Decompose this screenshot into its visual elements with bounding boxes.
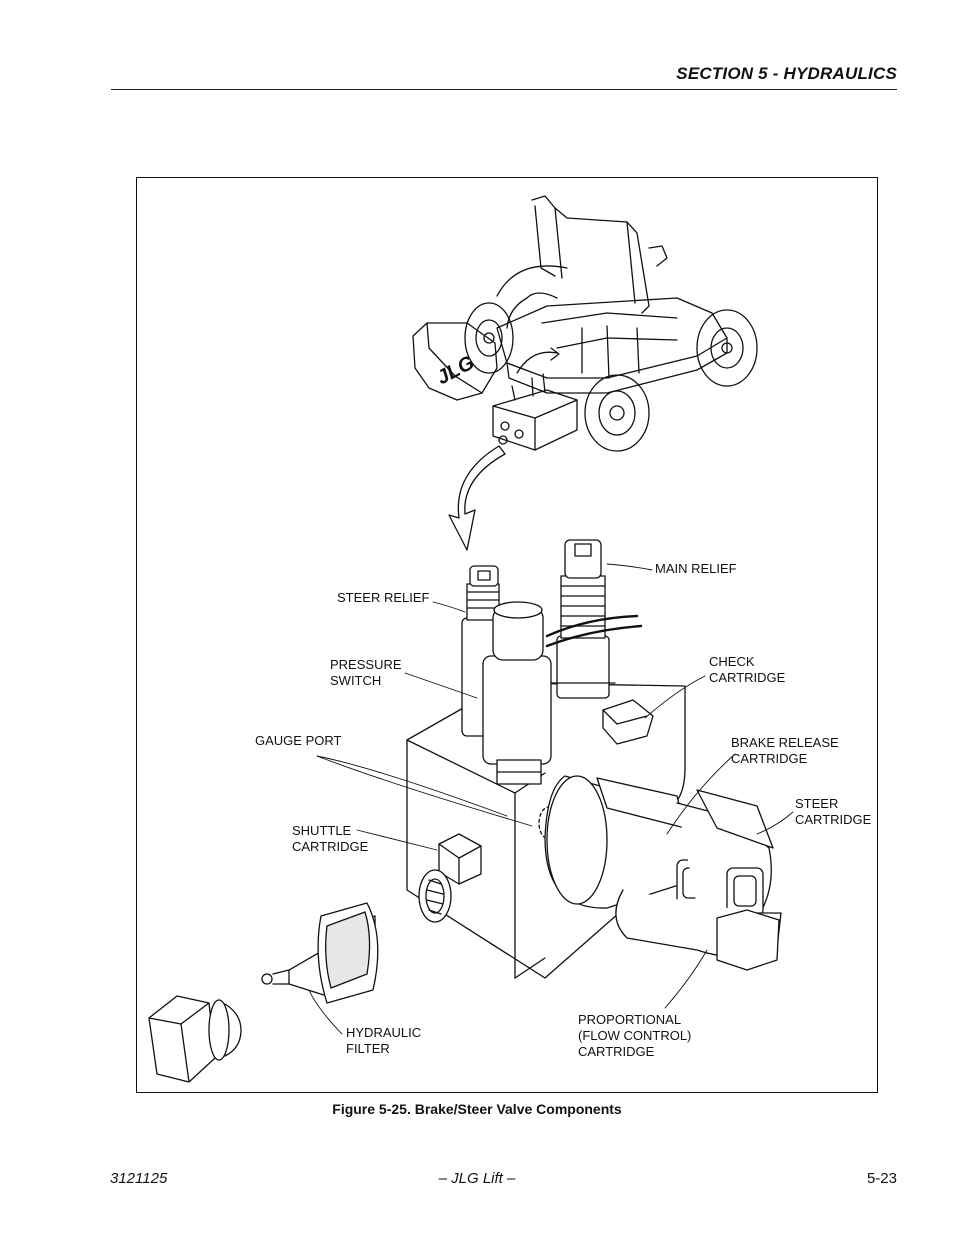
brake-release-cartridge — [544, 775, 712, 909]
callout-steer-relief: STEER RELIEF — [337, 590, 430, 605]
main-relief-valve — [550, 539, 616, 699]
footer-page-number: 5-23 — [866, 1170, 897, 1187]
section-header-title: SECTION 5 - HYDRAULICS — [676, 64, 897, 83]
pressure-switch — [482, 601, 552, 785]
figure-frame: JLG MAIN RELIEF STEER RELIEF PRESSURE SW… — [136, 177, 878, 1093]
valve-illustration: JLG — [148, 195, 794, 1083]
callout-main-relief: MAIN RELIEF — [655, 561, 737, 576]
footer-publisher: – JLG Lift – — [438, 1170, 516, 1187]
callout-hydraulic-filter: HYDRAULIC FILTER — [346, 1025, 422, 1056]
callout-steer-cartridge: STEER CARTRIDGE — [795, 796, 872, 827]
hydraulic-filter — [261, 902, 379, 1004]
jlg-logo-mark: JLG — [433, 352, 478, 390]
header-rule — [111, 89, 897, 90]
callout-shuttle-cartridge: SHUTTLE CARTRIDGE — [292, 823, 369, 854]
check-cartridge-cap — [602, 699, 654, 745]
callout-brake-release-cartridge: BRAKE RELEASE CARTRIDGE — [731, 735, 839, 766]
callout-pressure-switch: PRESSURE SWITCH — [330, 657, 402, 688]
sensor-wires — [545, 614, 643, 648]
footer-doc-number: 3121125 — [110, 1170, 168, 1187]
callout-check-cartridge: CHECK CARTRIDGE — [709, 654, 786, 685]
filter-port — [418, 869, 452, 923]
large-hollow-arrow — [448, 445, 506, 551]
proportional-cartridge — [615, 889, 782, 971]
machine-chassis-drawing — [412, 195, 758, 452]
callout-gauge-port: GAUGE PORT — [255, 733, 342, 748]
filter-plug — [148, 995, 242, 1083]
leader-lines — [308, 563, 794, 1035]
callout-proportional-cartridge: PROPORTIONAL (FLOW CONTROL) CARTRIDGE — [578, 1012, 692, 1059]
figure-caption: Figure 5-25. Brake/Steer Valve Component… — [332, 1101, 622, 1117]
shuttle-cartridge-cap — [438, 833, 482, 885]
